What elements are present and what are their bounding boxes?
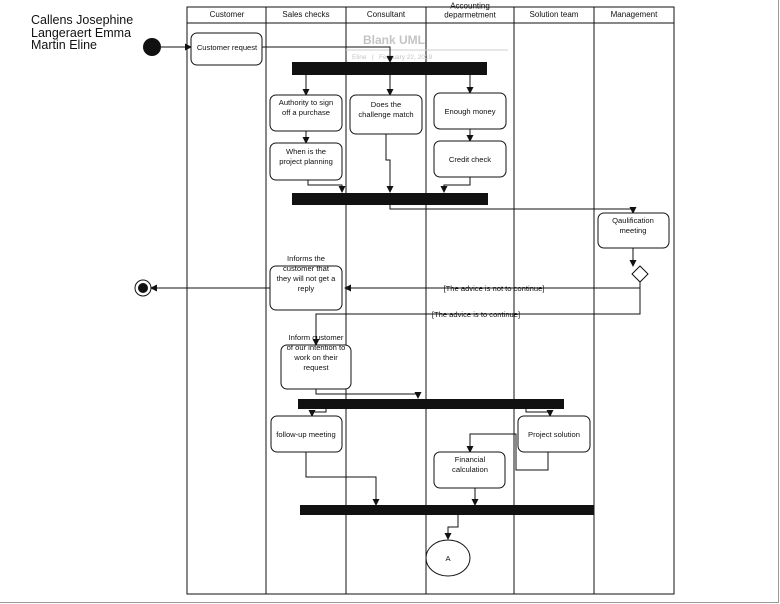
swimlanes <box>186 6 675 595</box>
action-informs-no-reply <box>269 265 343 311</box>
action-authority-sign-off <box>269 94 343 132</box>
action-inform-intention <box>280 344 352 390</box>
node-label-follow-up: follow-up meeting <box>276 430 336 439</box>
author-name: Callens Josephine <box>31 13 134 27</box>
action-project-planning <box>269 142 343 181</box>
final-node <box>134 279 152 297</box>
node-label-project-solution: Project solution <box>528 430 580 439</box>
fork-bar <box>292 62 487 75</box>
author-names: Callens Josephine Langeraert Emma Martin… <box>31 14 133 52</box>
action-customer-request <box>190 32 263 66</box>
guard-not-continue: [The advice is not to continue] <box>444 284 545 293</box>
action-project-solution <box>517 415 591 453</box>
action-follow-up-meeting <box>270 415 343 453</box>
action-qualification-meeting <box>597 212 670 249</box>
action-challenge-match <box>349 94 423 135</box>
document-watermark: Blank UML Eline | February 22, 2019 <box>346 33 508 61</box>
guard-continue: [The advice is to continue] <box>432 310 520 319</box>
lane-header-customer: Customer <box>210 10 245 19</box>
action-credit-check <box>433 140 507 178</box>
watermark-separator: | <box>372 54 374 61</box>
author-name: Langeraert Emma <box>31 25 132 40</box>
join-bar <box>300 505 594 515</box>
node-label-credit-check: Credit check <box>449 155 491 164</box>
fork-bar <box>298 399 564 409</box>
connector-label: A <box>445 554 451 563</box>
lane-header-management: Management <box>611 10 658 19</box>
node-label-enough-money: Enough money <box>444 107 495 116</box>
watermark-author: Eline <box>352 54 367 61</box>
lane-header-consultant: Consultant <box>367 10 406 19</box>
connector-node <box>425 539 471 577</box>
author-name: Martin Eline <box>31 38 97 52</box>
decision-node <box>631 265 649 283</box>
lane-header-sales-checks: Sales checks <box>282 10 329 19</box>
action-enough-money <box>433 92 507 130</box>
watermark-date: February 22, 2019 <box>379 54 433 61</box>
action-financial-calculation <box>433 451 506 489</box>
initial-node <box>143 38 161 56</box>
watermark-title: Blank UML <box>363 33 425 47</box>
node-label-customer-request: Customer request <box>197 43 258 52</box>
join-bar <box>292 193 488 205</box>
lane-header-solution-team: Solution team <box>530 10 579 19</box>
